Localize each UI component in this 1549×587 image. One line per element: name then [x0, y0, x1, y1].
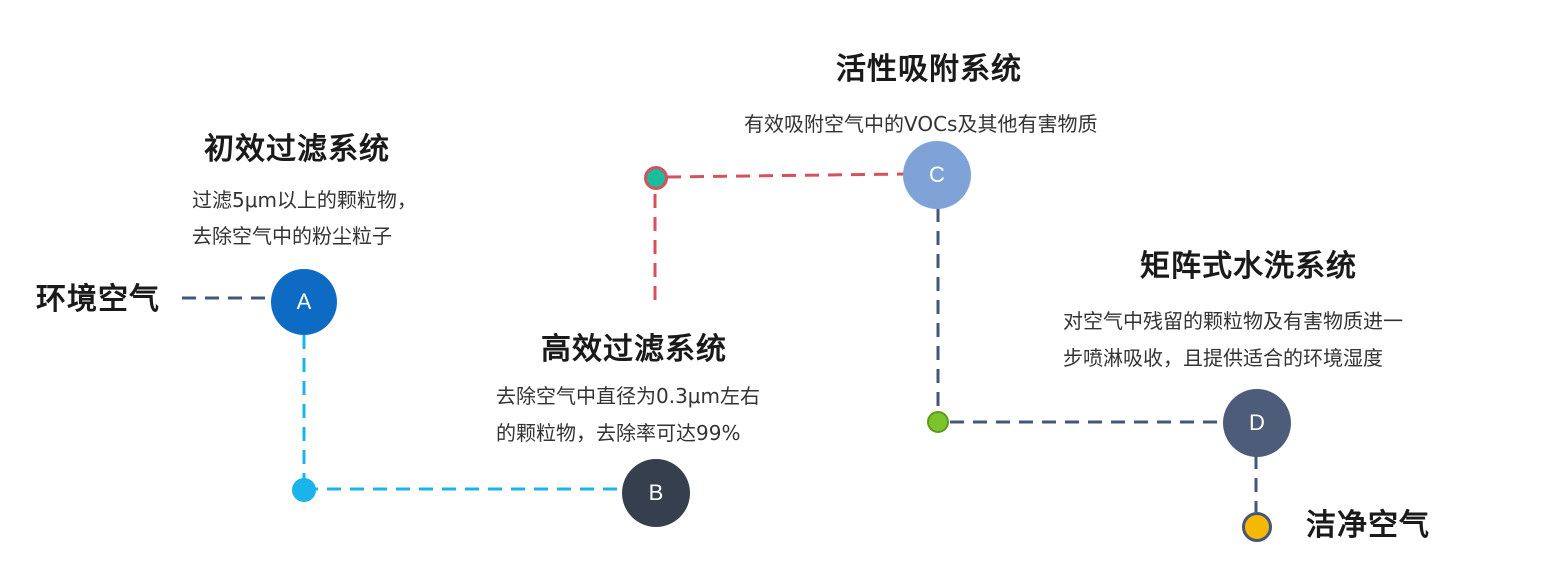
stage-d-desc-line-1: 对空气中残留的颗粒物及有害物质进一 — [1063, 309, 1403, 333]
connector-bc-across — [666, 172, 906, 179]
end-dot — [1242, 512, 1272, 542]
stage-c-desc-line-1: 有效吸附空气中的VOCs及其他有害物质 — [744, 112, 1098, 136]
stage-d-desc-line-2: 步喷淋吸收，且提供适合的环境湿度 — [1063, 346, 1383, 370]
junction-ab-dot — [292, 478, 316, 502]
stage-c-title: 活性吸附系统 — [836, 52, 1022, 87]
stage-b-desc-line-2: 的颗粒物，去除率可达99% — [496, 421, 741, 445]
start-label: 环境空气 — [36, 282, 160, 317]
stage-c-node: C — [903, 141, 971, 209]
stage-b-desc-line-1: 去除空气中直径为0.3μm左右 — [496, 384, 761, 408]
junction-bc-dot — [644, 166, 668, 190]
junction-cd-dot — [927, 411, 949, 433]
end-label: 洁净空气 — [1306, 508, 1430, 543]
stage-a-title: 初效过滤系统 — [204, 132, 390, 167]
stage-d-title: 矩阵式水洗系统 — [1140, 249, 1357, 284]
stage-d-node: D — [1223, 389, 1291, 457]
stage-b-title: 高效过滤系统 — [541, 332, 727, 367]
stage-a-node: A — [271, 269, 337, 335]
stage-a-desc-line-1: 过滤5μm以上的颗粒物， — [192, 188, 417, 212]
stage-a-desc-line-2: 去除空气中的粉尘粒子 — [192, 224, 392, 248]
stage-b-node: B — [622, 459, 690, 527]
